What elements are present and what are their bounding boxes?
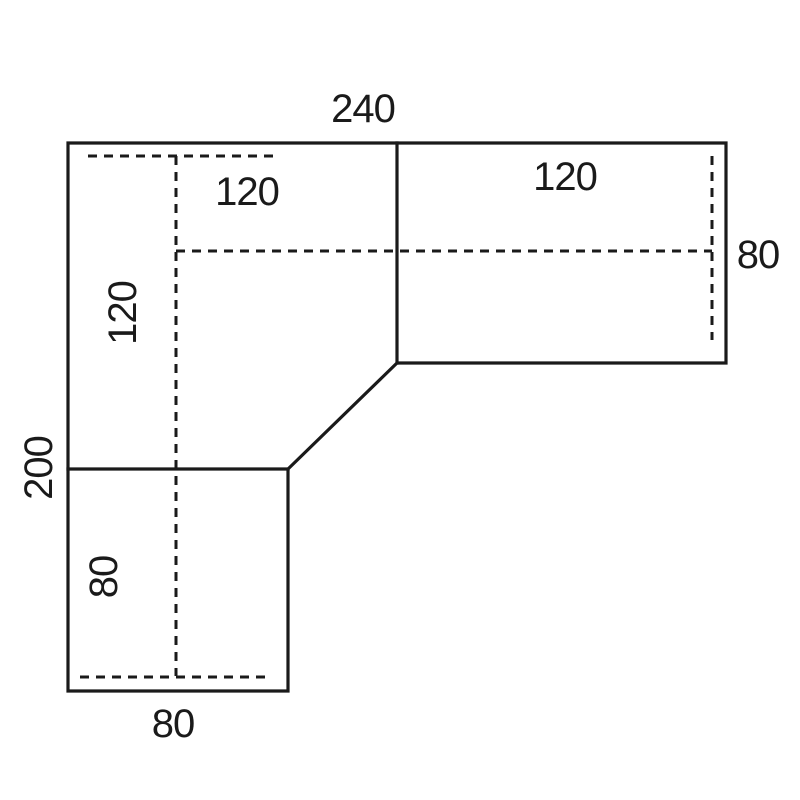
desk-outline xyxy=(66,141,728,693)
dim-bottom-desk-depth: 80 xyxy=(82,556,126,599)
dim-left-total: 200 xyxy=(17,436,61,500)
dim-top-total: 240 xyxy=(331,87,395,131)
dim-left-inner-length: 120 xyxy=(101,281,145,345)
dim-inner-top: 120 xyxy=(215,170,279,214)
dim-bottom-width: 80 xyxy=(152,702,195,746)
dim-right-desk-length: 120 xyxy=(533,155,597,199)
dim-right-desk-depth: 80 xyxy=(737,233,780,277)
